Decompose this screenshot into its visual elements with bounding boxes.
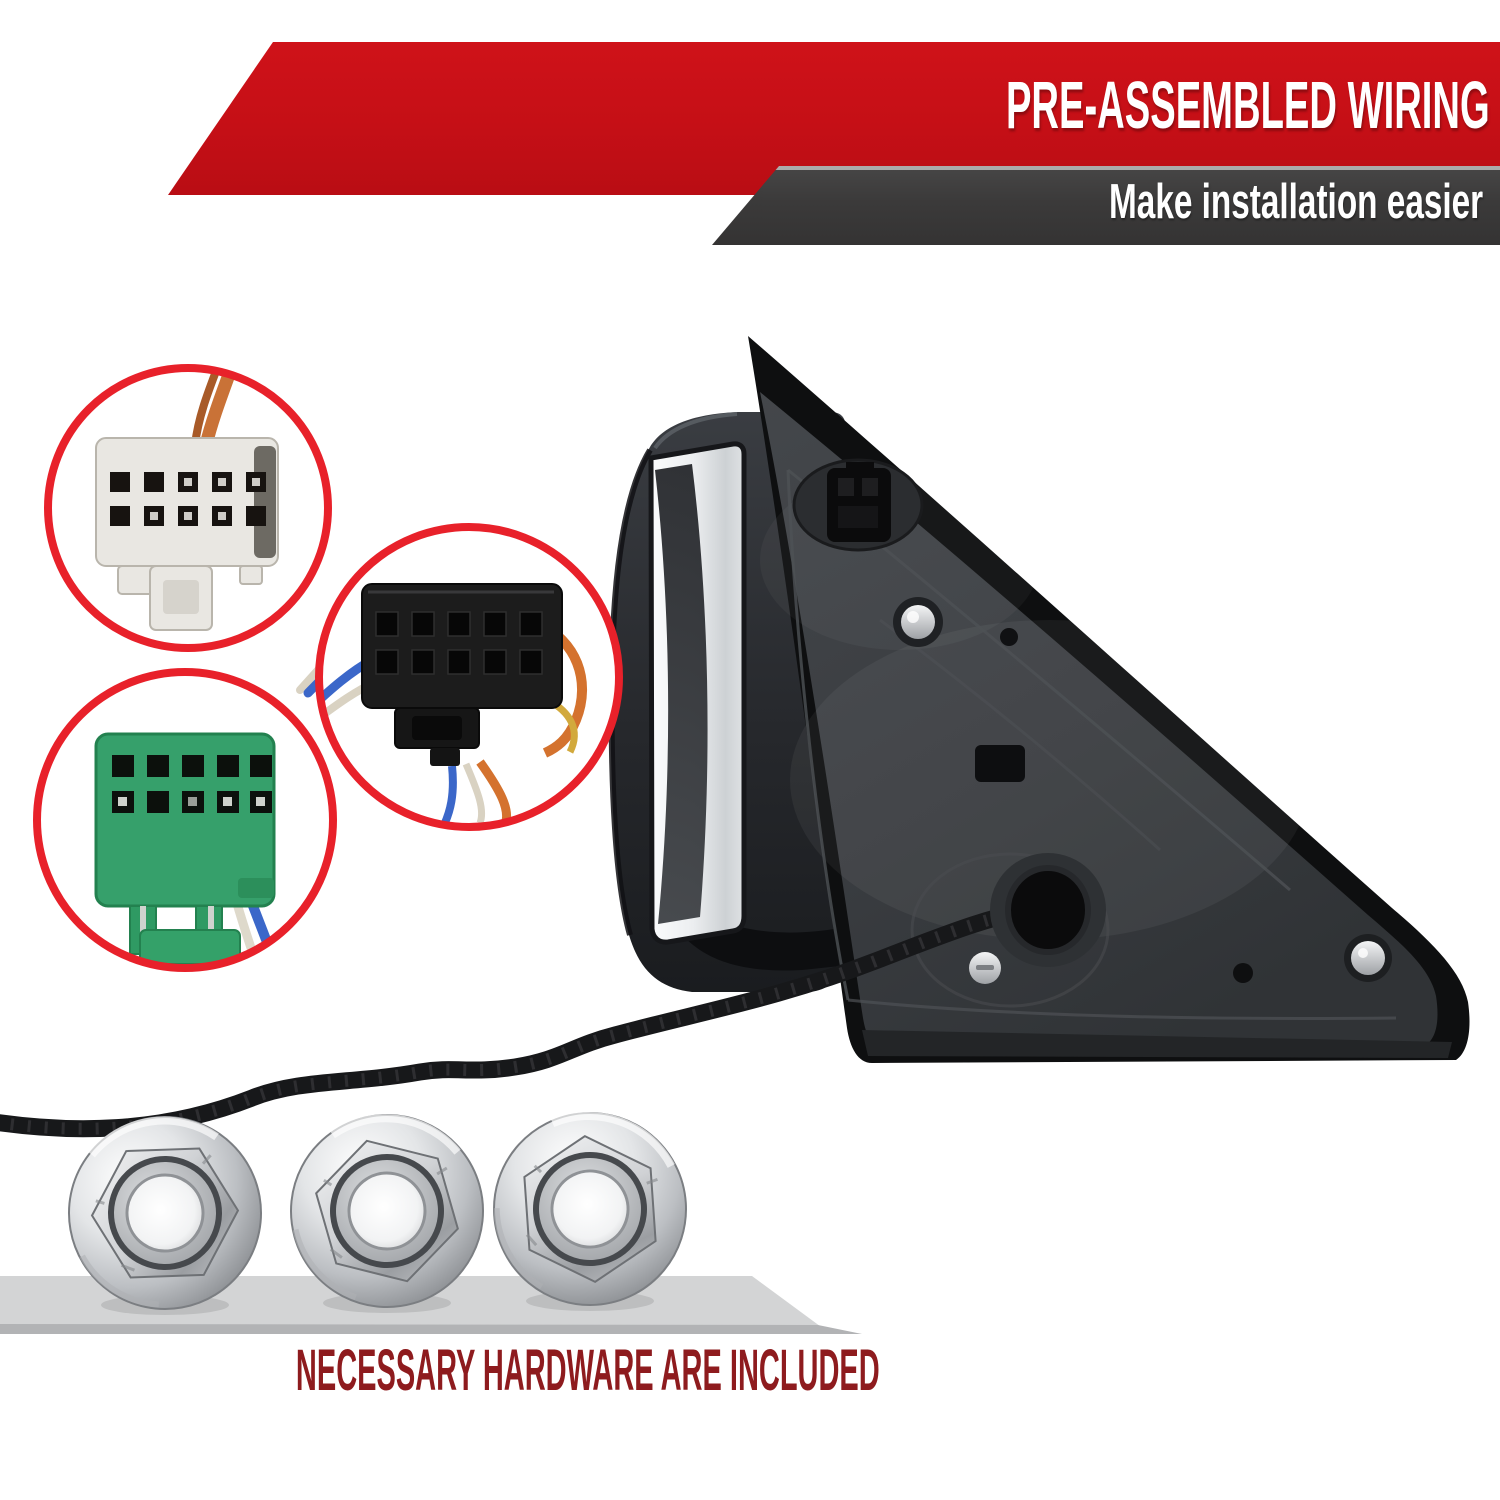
rivet-lower [1233,963,1253,983]
hardware-note-text: NECESSARY HARDWARE ARE INCLUDED [296,1338,880,1403]
mirror-glass [648,441,747,945]
mounting-screw-lower [969,952,1001,984]
flange-nuts [54,1088,711,1330]
rect-slot-hole [975,745,1025,782]
green-10pin-connector-icon [94,732,280,965]
black-10pin-connector-icon [322,583,588,824]
subheadline-banner: Make installation easier [712,166,1500,245]
callout-black-connector [315,523,623,831]
mounting-bolt-upper [893,597,943,647]
subheadline-text: Make installation easier [1108,175,1483,229]
callout-ring [33,668,337,972]
grommet-boss-contour [910,852,1110,1008]
rivet-upper [1000,628,1018,646]
callout-white-connector [44,364,332,652]
callout-green-connector [33,668,337,972]
mounting-bolt-right [1344,934,1392,982]
wire-grommet [990,853,1106,967]
mirror-sail-plate [748,336,1470,1063]
callout-ring [44,364,332,652]
hardware-note: NECESSARY HARDWARE ARE INCLUDED [0,1338,1176,1404]
wire-harness [0,899,1055,1138]
wiring-clip-fitting [792,458,924,552]
callout-ring [315,523,623,831]
white-10pin-connector-icon [95,371,279,631]
side-mirror-assembly [608,336,1470,1063]
headline-text: PRE-ASSEMBLED WIRING [1006,67,1490,143]
